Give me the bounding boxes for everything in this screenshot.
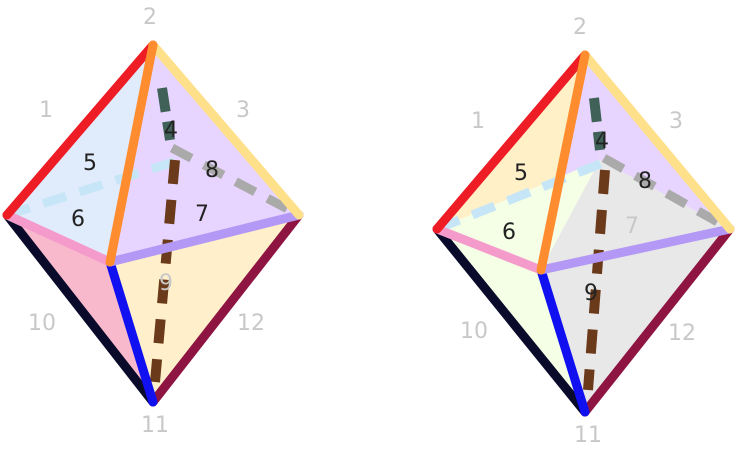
edge-label-2: 2 bbox=[143, 5, 157, 30]
edge-2 bbox=[105, 40, 158, 267]
edge-4 bbox=[157, 87, 175, 141]
edge-label-10: 10 bbox=[460, 319, 488, 344]
edge-label-4: 4 bbox=[595, 129, 609, 154]
edge-2 bbox=[536, 50, 590, 275]
edge-label-4: 4 bbox=[164, 118, 178, 143]
edge-label-7: 7 bbox=[195, 202, 209, 227]
edge-1 bbox=[432, 50, 590, 234]
face-upper-front-right bbox=[110, 45, 299, 262]
edge-8 bbox=[601, 154, 733, 233]
edge-11 bbox=[536, 265, 590, 417]
edge-12 bbox=[148, 210, 304, 407]
edge-8 bbox=[169, 144, 302, 219]
figure-left: 2 1 3 4 5 8 6 7 9 10 12 11 bbox=[2, 5, 304, 438]
edge-label-8: 8 bbox=[205, 158, 219, 183]
edge-9 bbox=[583, 169, 610, 391]
edge-7 bbox=[105, 210, 304, 267]
face-lower-back bbox=[541, 160, 730, 270]
edge-5 bbox=[435, 155, 612, 234]
edge-label-12: 12 bbox=[237, 311, 265, 336]
edge-label-3: 3 bbox=[669, 109, 683, 134]
edge-7 bbox=[536, 224, 735, 275]
edge-6 bbox=[432, 224, 546, 275]
edge-label-11: 11 bbox=[574, 423, 602, 448]
edge-label-5: 5 bbox=[83, 151, 97, 176]
face-lower-right bbox=[541, 229, 730, 412]
edge-12 bbox=[580, 224, 735, 417]
edge-label-2: 2 bbox=[573, 15, 587, 40]
edge-label-9: 9 bbox=[584, 281, 598, 306]
edge-11 bbox=[105, 257, 158, 407]
edge-4 bbox=[589, 97, 605, 151]
edge-label-10: 10 bbox=[28, 311, 56, 336]
edge-label-6: 6 bbox=[502, 220, 516, 245]
edge-label-1: 1 bbox=[471, 109, 485, 134]
edge-5 bbox=[5, 155, 182, 220]
edge-label-3: 3 bbox=[236, 98, 250, 123]
edge-label-11: 11 bbox=[141, 413, 169, 438]
edge-3 bbox=[148, 40, 304, 220]
edge-6 bbox=[2, 210, 115, 267]
edge-label-5: 5 bbox=[514, 161, 528, 186]
edge-10 bbox=[432, 224, 590, 417]
figure-right: 2 1 3 4 5 8 6 7 9 10 12 11 bbox=[432, 15, 735, 448]
edge-label-6: 6 bbox=[71, 207, 85, 232]
edge-10 bbox=[2, 210, 158, 407]
edge-label-1: 1 bbox=[39, 98, 53, 123]
edge-1 bbox=[2, 40, 158, 220]
edge-label-9: 9 bbox=[159, 271, 173, 296]
edge-label-7: 7 bbox=[625, 214, 639, 239]
edge-3 bbox=[580, 50, 735, 234]
edge-label-8: 8 bbox=[638, 169, 652, 194]
face-lower-right bbox=[110, 215, 299, 402]
edge-label-12: 12 bbox=[668, 321, 696, 346]
